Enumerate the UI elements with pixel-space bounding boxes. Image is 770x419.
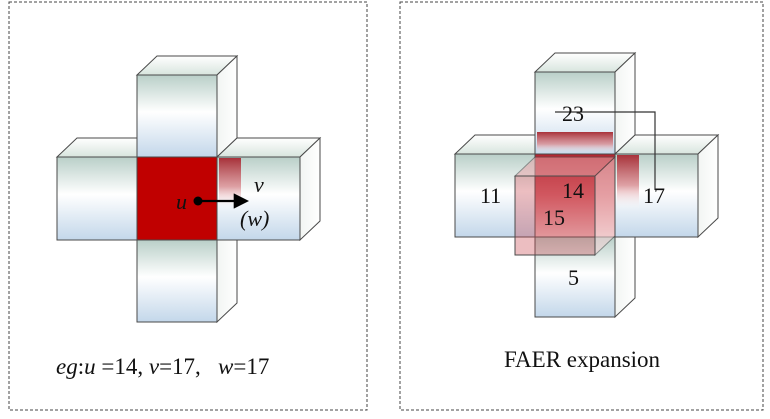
label-w: (w): [240, 206, 269, 231]
left-caption: eg:u =14, v=17, w=17: [56, 354, 269, 379]
right-panel-border: [399, 1, 764, 411]
left-arm-front-face: [56, 156, 138, 241]
top-arm-front-face: [136, 74, 218, 158]
right-caption: FAER expansion: [504, 347, 661, 372]
label-11: 11: [480, 183, 501, 208]
label-15: 15: [543, 205, 565, 230]
right-arm-red-shade-r: [617, 155, 639, 210]
expansion-back-outline: [555, 111, 656, 190]
selected-cell-u: [136, 156, 218, 241]
top-arm-red-shade: [537, 132, 613, 154]
r-left-arm-front-face: [454, 153, 536, 238]
r-right-arm-side-face: [697, 133, 719, 239]
front-box-front-face: [514, 175, 596, 256]
right-arm-side-face: [299, 136, 321, 242]
label-14: 14: [562, 178, 584, 203]
bottom-arm-front-face: [136, 239, 218, 323]
right-cross-shape: [453, 51, 720, 319]
label-23: 23: [562, 101, 584, 126]
right-arm-red-shade: [219, 158, 241, 210]
left-cross-shape: [55, 54, 322, 324]
label-17: 17: [643, 183, 665, 208]
label-v: v: [254, 172, 264, 197]
left-panel: u v (w) eg:u =14, v=17, w=17: [8, 1, 368, 411]
r-bottom-arm-front-face: [534, 236, 616, 318]
label-5: 5: [568, 265, 579, 290]
left-panel-border: [8, 1, 368, 411]
right-panel: 23 11 14 15 17 5 FAER expansion: [399, 1, 764, 411]
label-u: u: [176, 189, 187, 214]
